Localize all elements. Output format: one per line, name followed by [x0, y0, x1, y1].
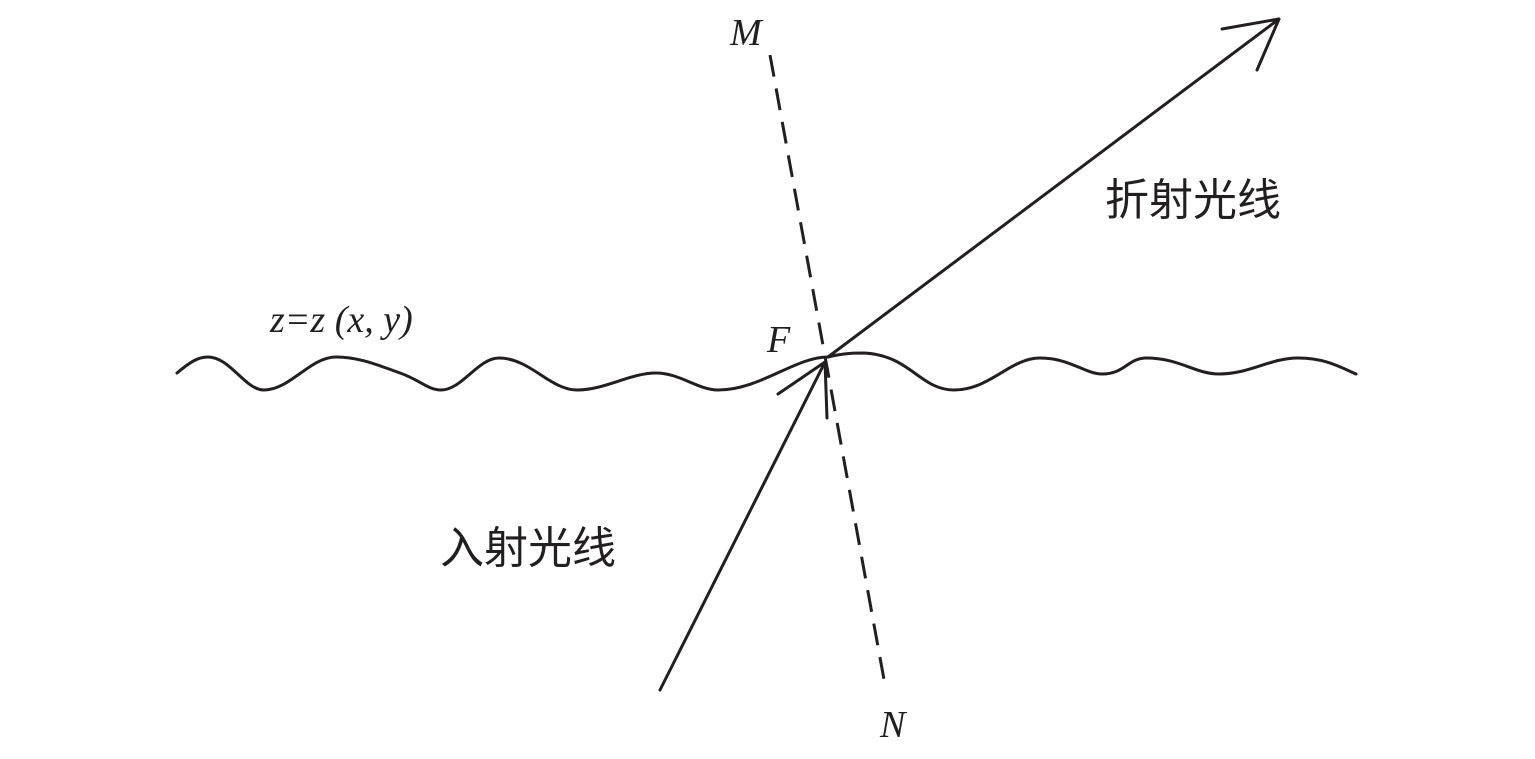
label-incident-ray: 入射光线: [440, 523, 616, 574]
wavy-surface: [175, 351, 1358, 392]
refracted-ray: [826, 17, 1281, 359]
label-n: N: [879, 704, 908, 746]
normal-line-dashed: [768, 54, 887, 686]
incident-arrowhead-icon: [776, 360, 829, 420]
incident-ray: [658, 360, 829, 692]
label-surface-equation: z=z (x, y): [269, 299, 413, 341]
label-refracted-ray: 折射光线: [1105, 175, 1281, 226]
refracted-arrowhead-icon: [1220, 17, 1281, 72]
label-f: F: [766, 319, 791, 361]
label-m: M: [729, 12, 764, 54]
